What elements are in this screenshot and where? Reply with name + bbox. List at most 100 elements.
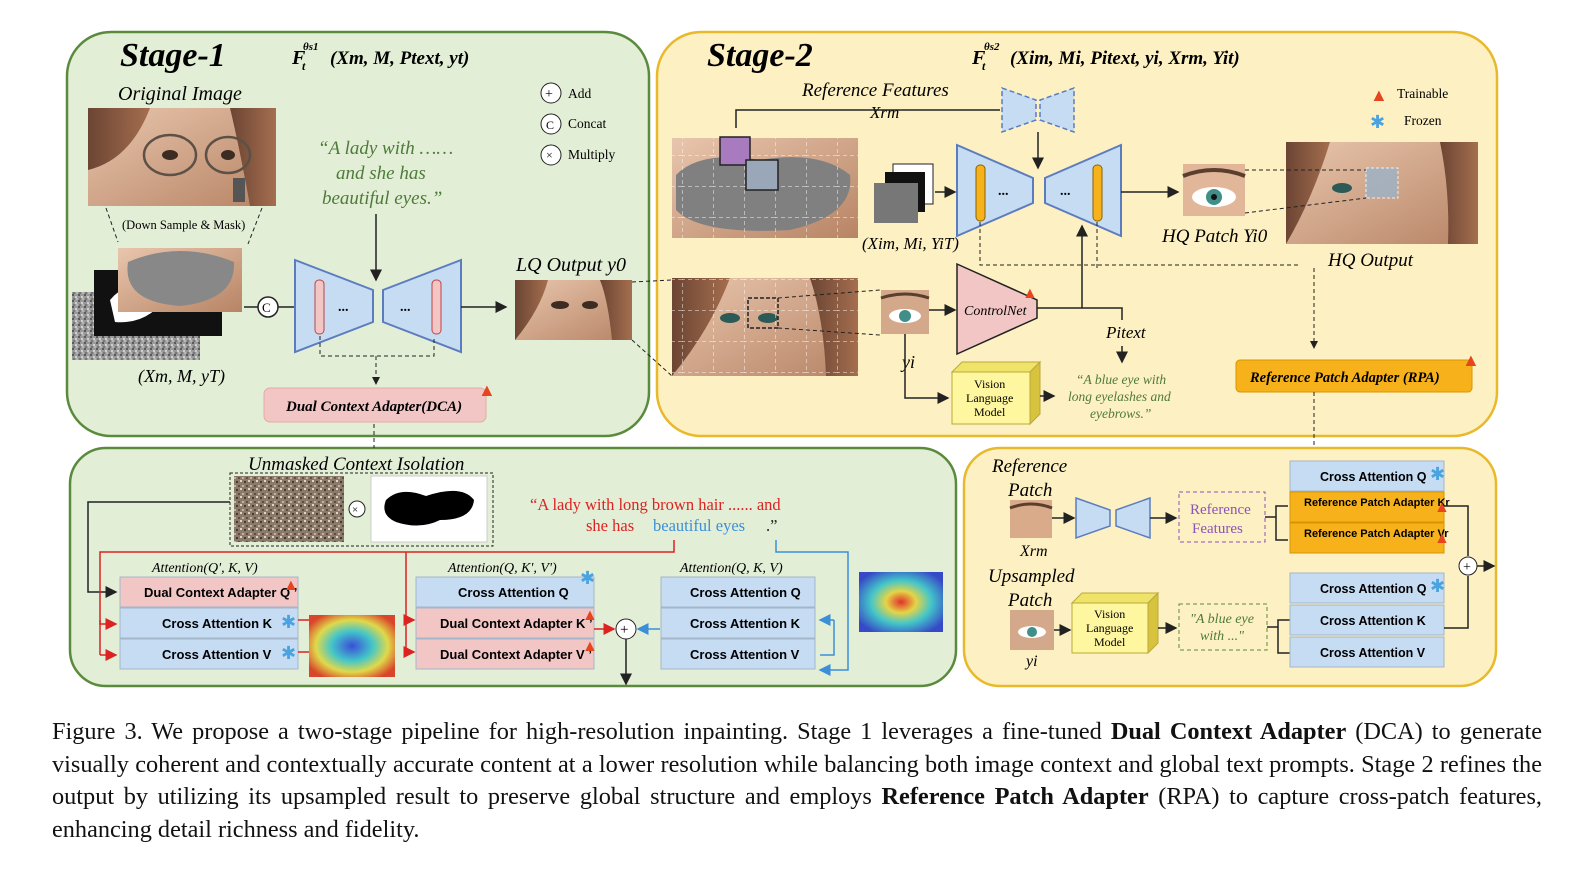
- svg-text:✱: ✱: [1430, 576, 1445, 596]
- formula-sup: θs1: [303, 41, 319, 53]
- patch-input-stack: [874, 163, 934, 223]
- legend-trainable: Trainable: [1397, 86, 1448, 101]
- isolation-frame: [229, 472, 494, 547]
- caption-part-3: (RPA) to capture cross-patch features, e…: [52, 783, 1542, 843]
- blue-eye-1: "A blue eye: [1190, 612, 1254, 627]
- formula2-args: (Xim, Mi, Pitext, yi, Xrm, Yit): [1010, 48, 1240, 69]
- legend-add: Add: [568, 86, 591, 101]
- lq-output-image: [515, 280, 632, 340]
- concat-symbol-label: C: [262, 300, 271, 315]
- prompt-d: .”: [766, 516, 777, 535]
- hq-patch-image: [1182, 164, 1246, 216]
- stage2-title: Stage-2: [707, 37, 813, 74]
- yi-label: yi: [900, 352, 915, 372]
- fire-icon: ▲: [1370, 85, 1388, 105]
- reference-encoder: [1001, 86, 1075, 134]
- controlnet-trainable-icon: ▲: [1022, 285, 1038, 302]
- dca-column-1: Dual Context Adapter Q ’ Cross Attention…: [119, 576, 299, 670]
- rpa-bottom-2: Cross Attention K: [1320, 614, 1426, 628]
- rpa-detail-labels: Reference Patch Upsampled Patch: [988, 456, 1075, 611]
- svg-text:...: ...: [338, 300, 349, 315]
- ref-patch-1: Reference: [991, 456, 1067, 477]
- down-sample-label: (Down Sample & Mask): [122, 218, 245, 232]
- svg-text:▲: ▲: [582, 638, 598, 655]
- rpa-top-3: Reference Patch Adapter Vr: [1304, 528, 1449, 540]
- caption-part-1: Figure 3. We propose a two-stage pipelin…: [52, 718, 1111, 745]
- rpa-top-stack: Cross Attention Q Reference Patch Adapte…: [1289, 460, 1450, 554]
- hq-output-image: [1286, 142, 1478, 244]
- col1-row2: Cross Attention K: [162, 616, 273, 631]
- prompt-a: “A lady with long brown hair ...... and: [530, 495, 781, 514]
- vlm-cube-stage2: Vision Language Model: [950, 360, 1042, 426]
- legend-concat: Concat: [568, 116, 606, 131]
- vlm-b-line1: Vision: [1094, 607, 1125, 621]
- yi-patch: [880, 290, 930, 334]
- caption-bold-dca: Dual Context Adapter: [1110, 718, 1347, 745]
- prompt-b: she has: [586, 516, 634, 535]
- ref-patch-2: Patch: [1007, 480, 1052, 501]
- col3-row3: Cross Attention V: [690, 647, 800, 662]
- reference-features-label: Reference Features: [801, 80, 949, 101]
- add-glyph: +: [620, 622, 628, 638]
- attn-label-1: Attention(Q', K, V): [151, 561, 258, 576]
- caption-bold-rpa: Reference Patch Adapter: [881, 783, 1149, 810]
- stage1-prompt: “A lady with …… and she has beautiful ey…: [318, 138, 453, 209]
- operator-legend: + Add C Concat × Multiply: [540, 82, 616, 166]
- rpa-bottom-1: Cross Attention Q: [1320, 582, 1427, 596]
- stage1-title: Stage-1: [120, 37, 226, 74]
- hq-patch-label: HQ Patch Yi0: [1161, 226, 1268, 247]
- upsampled-lq-image: [672, 278, 858, 376]
- rpa-bottom-3: Cross Attention V: [1320, 646, 1426, 660]
- blue-eye-prompt-box: [1178, 603, 1268, 651]
- multiply-symbol: [348, 500, 366, 518]
- col3-row1: Cross Attention Q: [690, 585, 801, 600]
- vlm-text-3: eyebrows.”: [1090, 406, 1151, 421]
- rpa-add-glyph: +: [1463, 560, 1471, 575]
- multiply-glyph: ×: [352, 504, 358, 516]
- prompt-line-2: and she has: [336, 163, 426, 184]
- svg-text:...: ...: [998, 184, 1009, 199]
- trainable-frozen-legend: ▲ Trainable ✱ Frozen: [1370, 85, 1448, 132]
- attn-label-2: Attention(Q, K', V'): [447, 561, 557, 576]
- reference-features-box: [1178, 491, 1266, 543]
- rpa-trainable-icon: ▲: [1462, 350, 1480, 370]
- attn-label-3: Attention(Q, K, V): [679, 561, 783, 576]
- formula-args: (Xm, M, Ptext, yt): [330, 48, 469, 69]
- svg-text:✱: ✱: [281, 612, 296, 632]
- stage1-unet: ... ...: [294, 258, 462, 354]
- vlm-line3: Model: [974, 405, 1006, 419]
- ups-2: Patch: [1007, 590, 1052, 611]
- caption-part-2: (DCA) to generate visually coherent and …: [52, 718, 1542, 810]
- attention-heatmap-1: [309, 615, 395, 677]
- dca-column-3: Cross Attention Q Cross Attention K Cros…: [660, 576, 816, 670]
- dca-prompt: “A lady with long brown hair ...... and …: [530, 495, 781, 535]
- col2-row3: Dual Context Adapter V ’: [440, 647, 592, 662]
- controlnet-label: ControlNet: [964, 304, 1028, 319]
- patch-inputs-label: (Xim, Mi, YiT): [862, 234, 959, 253]
- ref-feat-1: Reference: [1190, 502, 1251, 518]
- prompt-line-3: beautiful eyes.”: [322, 188, 442, 209]
- attention-labels: Attention(Q', K, V) Attention(Q, K', V')…: [151, 561, 783, 576]
- dca-trainable-icon: ▲: [478, 380, 496, 400]
- svg-text:C: C: [546, 118, 554, 132]
- svg-text:...: ...: [1060, 184, 1071, 199]
- rpa-reference-encoder: [1075, 496, 1151, 540]
- formula2-fn: F: [971, 47, 986, 69]
- attention-heatmap-2: [859, 572, 943, 632]
- vlm-text-2: long eyelashes and: [1068, 389, 1171, 404]
- formula2-sub: t: [982, 59, 986, 73]
- snowflake-icon: ✱: [1370, 112, 1385, 132]
- svg-text:✱: ✱: [1430, 464, 1445, 484]
- col3-row2: Cross Attention K: [690, 616, 801, 631]
- svg-text:×: ×: [546, 148, 553, 162]
- col1-row1: Dual Context Adapter Q ’: [144, 585, 297, 600]
- svg-text:+: +: [545, 87, 553, 102]
- isolation-label: Unmasked Context Isolation: [248, 454, 464, 475]
- dca-box: [263, 387, 487, 423]
- legend-frozen: Frozen: [1404, 113, 1442, 128]
- vlm-output-text: “A blue eye with long eyelashes and eyeb…: [1068, 372, 1171, 421]
- mask-image: [370, 475, 488, 543]
- ptext-label: Pitext: [1105, 323, 1147, 342]
- stage1-input-label: (Xm, M, yT): [138, 366, 225, 387]
- svg-text:▲: ▲: [582, 607, 598, 624]
